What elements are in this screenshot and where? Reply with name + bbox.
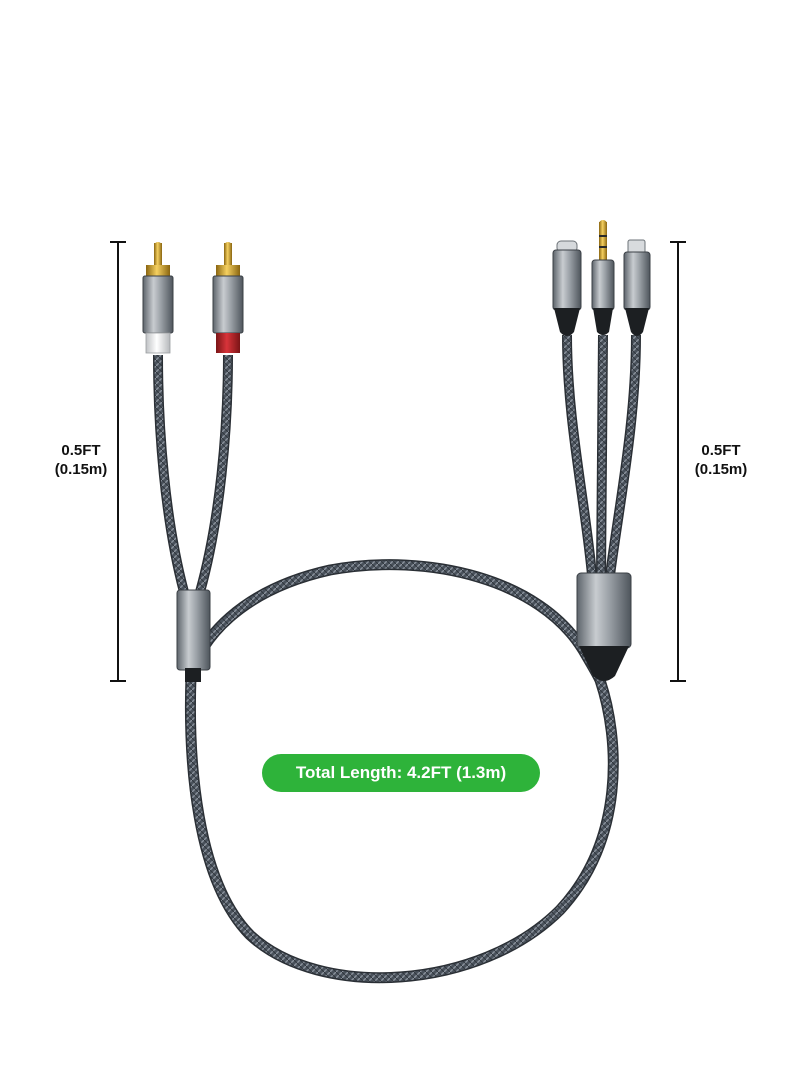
left-dimension-label: 0.5FT (0.15m) [36, 441, 126, 479]
right-split-cables [562, 334, 641, 576]
right-dimension-label: 0.5FT (0.15m) [676, 441, 766, 479]
micro-usb-plug [623, 239, 651, 336]
aux-3-5mm-plug [591, 220, 615, 335]
left-splitter-housing [176, 589, 211, 682]
rca-red-plug [212, 242, 244, 353]
rca-white-plug [142, 242, 174, 354]
left-length-m: (0.15m) [54, 461, 108, 478]
left-dimension-bracket [110, 241, 126, 682]
left-split-cables [153, 354, 233, 594]
usb-c-plug [552, 240, 582, 336]
right-length-m: (0.15m) [694, 461, 748, 478]
right-length-ft: 0.5FT [701, 442, 741, 459]
left-length-ft: 0.5FT [61, 442, 101, 459]
right-splitter-housing [576, 572, 632, 681]
total-length-badge: Total Length: 4.2FT (1.3m) [262, 754, 540, 792]
right-dimension-bracket [670, 241, 686, 682]
